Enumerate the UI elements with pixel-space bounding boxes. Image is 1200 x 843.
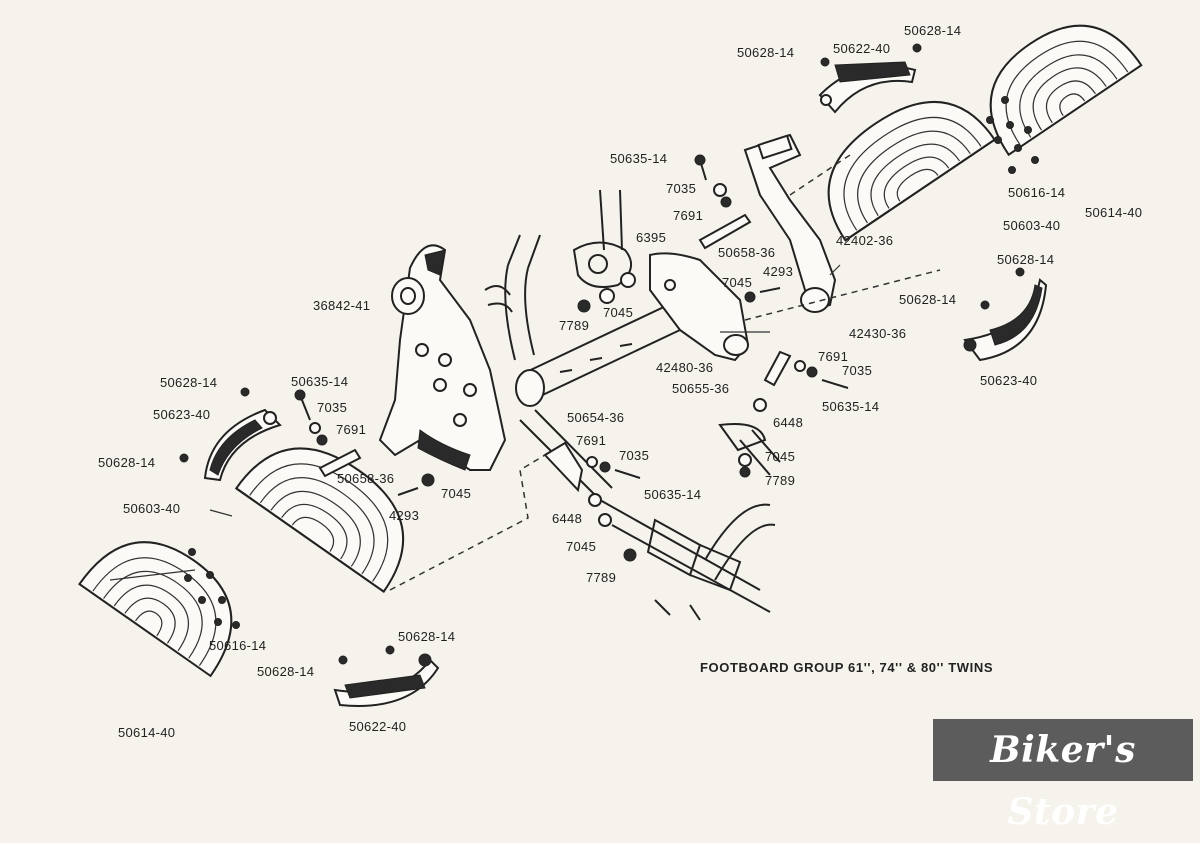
label: 42402-36 [836, 233, 893, 248]
label: 7045 [765, 449, 795, 464]
label: 50635-14 [644, 487, 701, 502]
label: 7035 [666, 181, 696, 196]
label: 6448 [773, 415, 803, 430]
label: 50603-40 [123, 501, 180, 516]
label: 7045 [722, 275, 752, 290]
support-42402-36 [743, 133, 837, 313]
label: 50658-36 [337, 471, 394, 486]
footboard-right-50614-40 [989, 24, 1143, 157]
frame-tubes [484, 189, 781, 621]
label: 50623-40 [153, 407, 210, 422]
label: 50614-40 [118, 725, 175, 740]
bracket-36842-41 [378, 244, 507, 471]
label: 4293 [389, 508, 419, 523]
label: 50603-40 [1003, 218, 1060, 233]
label: 7045 [566, 539, 596, 554]
label: 42480-36 [656, 360, 713, 375]
label: 50658-36 [718, 245, 775, 260]
label: 7691 [673, 208, 703, 223]
label: 7035 [842, 363, 872, 378]
label: 7691 [336, 422, 366, 437]
label: 50628-14 [737, 45, 794, 60]
label: 50635-14 [610, 151, 667, 166]
label: 4293 [763, 264, 793, 279]
label: 50628-14 [257, 664, 314, 679]
label: 50628-14 [398, 629, 455, 644]
label: 7045 [441, 486, 471, 501]
hardware-parts [179, 43, 1039, 665]
label: 50623-40 [980, 373, 1037, 388]
label: 50654-36 [567, 410, 624, 425]
label: 6448 [552, 511, 582, 526]
rubber-50622-40-right [818, 61, 917, 114]
plate-42480-36 [649, 252, 750, 362]
label: 50622-40 [349, 719, 406, 734]
assembly-lines [109, 154, 941, 591]
label: 7691 [818, 349, 848, 364]
watermark-logo: Biker's Store [933, 719, 1193, 833]
footboard-left-50614-40 [78, 541, 233, 678]
label: 50628-14 [98, 455, 155, 470]
footboard-exploded-diagram: 50628-14 50622-40 50628-14 50635-14 7035… [78, 23, 1143, 740]
diagram-caption: FOOTBOARD GROUP 61'', 74'' & 80'' TWINS [700, 660, 993, 675]
label: 6395 [636, 230, 666, 245]
label: 42430-36 [849, 326, 906, 341]
label: 7045 [603, 305, 633, 320]
footboard-right-50603-40 [827, 101, 997, 242]
label: 50655-36 [672, 381, 729, 396]
label: 50622-40 [833, 41, 890, 56]
label: 50635-14 [822, 399, 879, 414]
rubber-50622-40-left [333, 653, 440, 707]
label: 50635-14 [291, 374, 348, 389]
label: 50616-14 [1008, 185, 1065, 200]
rubber-50623-40-right [963, 278, 1048, 362]
label: 7035 [317, 400, 347, 415]
label: 7035 [619, 448, 649, 463]
label: 50628-14 [904, 23, 961, 38]
label: 7789 [559, 318, 589, 333]
rubber-50623-40-left [203, 408, 282, 482]
footboard-left-50603-40 [234, 447, 405, 594]
label: 7789 [765, 473, 795, 488]
label: 7789 [586, 570, 616, 585]
part-labels: 50628-14 50622-40 50628-14 50635-14 7035… [98, 23, 1142, 740]
label: 50616-14 [209, 638, 266, 653]
label: 50628-14 [160, 375, 217, 390]
label: 36842-41 [313, 298, 370, 313]
label: 7691 [576, 433, 606, 448]
label: 50628-14 [899, 292, 956, 307]
label: 50628-14 [997, 252, 1054, 267]
label: 50614-40 [1085, 205, 1142, 220]
